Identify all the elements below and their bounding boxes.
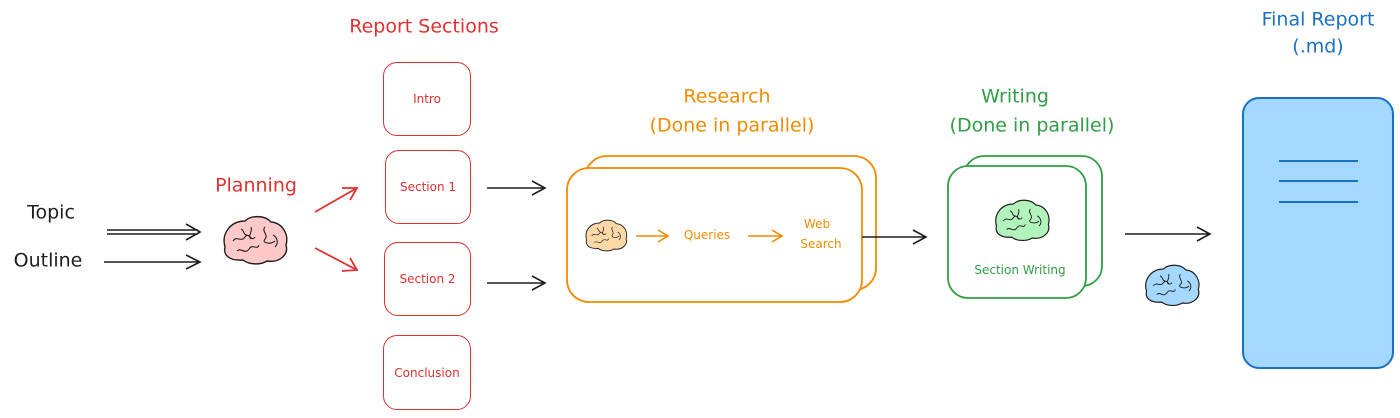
section-conclusion: Conclusion: [383, 335, 471, 410]
outline-label: Outline: [13, 249, 83, 272]
final-report-subtitle: (.md): [1292, 35, 1344, 58]
queries-label: Queries: [683, 228, 731, 243]
research-arrows: [636, 229, 784, 243]
section-2: Section 2: [384, 242, 471, 316]
input-arrows: [104, 223, 202, 270]
planning-brain-icon: [223, 215, 288, 265]
research-subtitle: (Done in parallel): [649, 114, 815, 137]
report-sections-title: Report Sections: [349, 15, 499, 38]
section-arrows: [487, 180, 547, 291]
section-intro: Intro: [383, 62, 471, 136]
planning-arrows: [314, 187, 359, 272]
section-writing-label: Section Writing: [974, 263, 1066, 278]
writing-brain-icon: [995, 199, 1050, 242]
research-brain-icon: [585, 219, 628, 252]
final-report-title: Final Report: [1261, 8, 1375, 31]
writing-subtitle: (Done in parallel): [949, 114, 1115, 137]
section-1: Section 1: [385, 150, 471, 224]
writing-title: Writing: [981, 85, 1049, 108]
planning-label: Planning: [215, 174, 297, 197]
topic-label: Topic: [27, 201, 75, 224]
research-title: Research: [683, 85, 771, 108]
final-report-document-icon: [1242, 97, 1394, 369]
research-box-front: [566, 167, 863, 303]
search-label: Search: [800, 237, 842, 252]
compile-brain-icon: [1145, 264, 1200, 307]
web-label: Web: [803, 217, 831, 232]
document-lines: [1279, 160, 1358, 203]
writing-to-report-arrow: [1125, 226, 1212, 242]
research-to-writing-arrow: [862, 229, 928, 245]
